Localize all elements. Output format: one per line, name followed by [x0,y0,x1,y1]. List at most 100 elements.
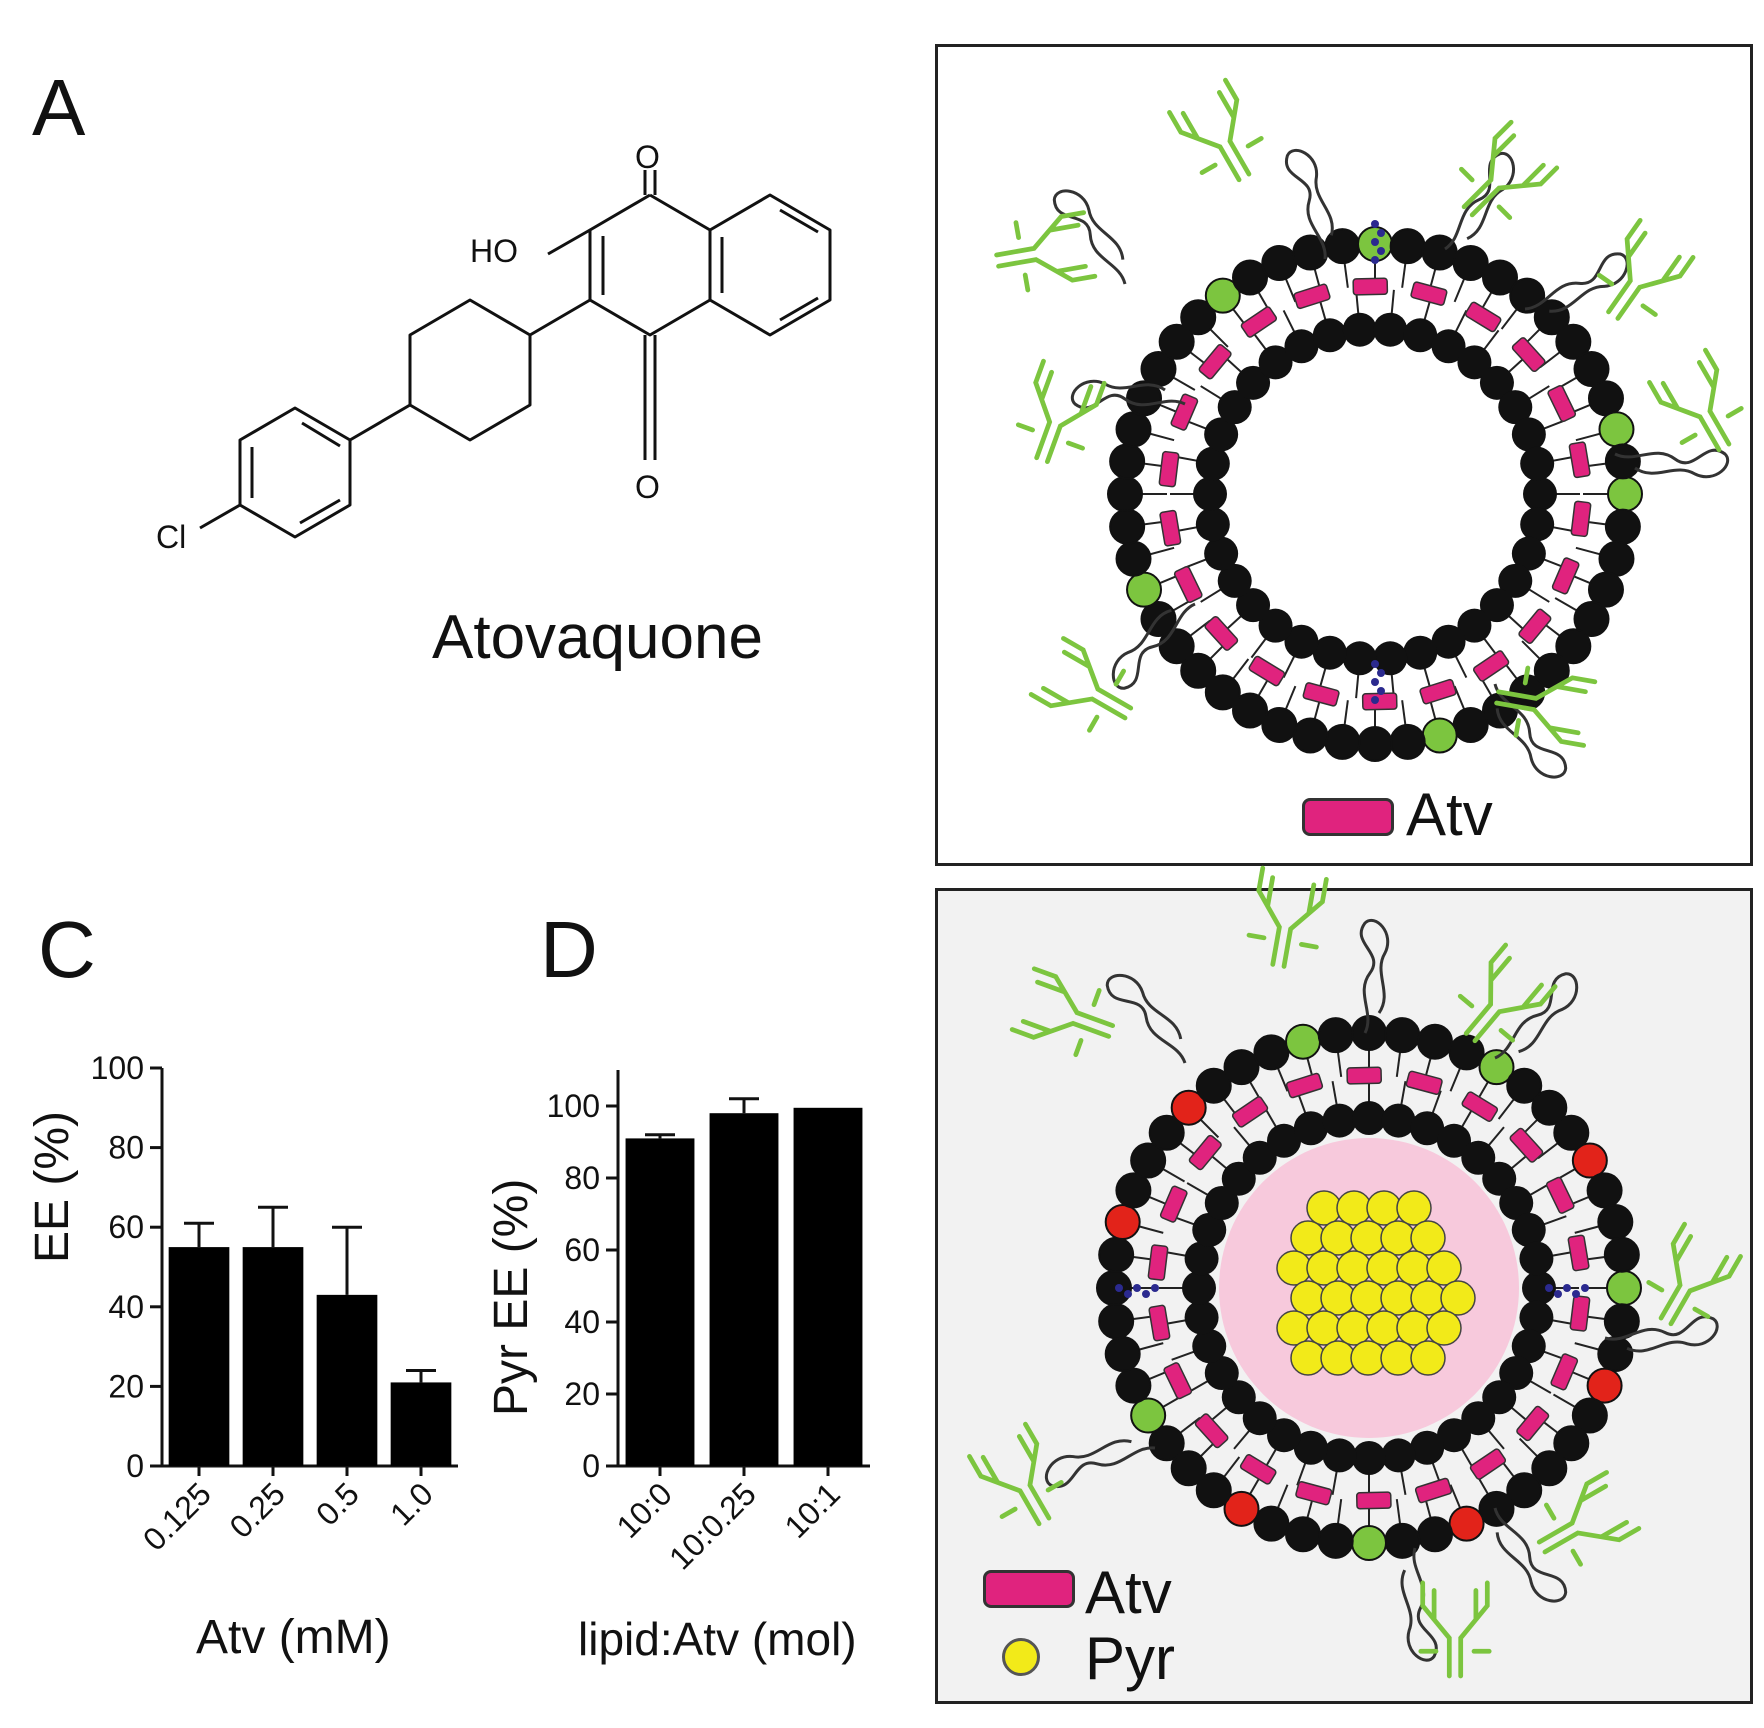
chart-c-ytick-label: 20 [108,1368,144,1404]
chart-d-xlabel: lipid:Atv (mol) [578,1613,857,1665]
atv-molecule [1464,301,1502,333]
lipid-head [1555,628,1592,665]
lipid-head [1236,365,1271,400]
peg-tether-icon [1284,149,1334,260]
lipid-head [1511,536,1546,571]
pyr-particle [1276,1310,1312,1346]
lipid-head [1571,1397,1608,1434]
lipid-head [1587,380,1624,417]
lipid-head [1499,1186,1534,1220]
lipid-head [1373,641,1408,676]
atv-molecule [1148,1304,1171,1342]
lipid-head [1437,1123,1471,1158]
pyr-particle [1366,1190,1402,1226]
lipid-head [1109,508,1146,545]
atv-molecule [1547,384,1577,423]
antibody-icon [967,1421,1064,1527]
chart-c-ytick-label: 80 [108,1130,144,1166]
lipid-head [1195,1472,1232,1509]
lipid-head [1597,1204,1634,1241]
pyr-particle [1350,1280,1386,1316]
chart-d-ytick-label: 20 [564,1376,600,1412]
functionalized-lipid-head [1351,1525,1387,1561]
lipid-head [1184,1241,1219,1276]
chart-d-bar [793,1107,863,1466]
lipid-head [1389,228,1426,265]
lipid-head [1553,1425,1590,1462]
lipid-head [1448,1034,1485,1071]
lipid-head [1195,446,1230,481]
lipid-head [1284,624,1319,659]
pyr-particle [1440,1280,1476,1316]
lipid-head [1498,390,1533,425]
lipid-head [1452,706,1489,743]
lipid-head [1107,476,1143,512]
pyr-particle [1290,1340,1326,1376]
lipid-head [1267,1123,1301,1158]
chart-d-ytick-label: 0 [582,1448,600,1484]
peg-tether-icon [1359,918,1390,1034]
lipid-head [1204,1356,1239,1390]
atv-molecule [1170,393,1199,431]
atv-molecule [1147,1244,1169,1281]
pyr-particle [1410,1220,1446,1256]
lipid-head [1511,417,1546,452]
sterol-marker [1115,1284,1159,1298]
peg-tether-icon [1070,379,1186,410]
lipid-head [1523,477,1557,511]
atv-molecule [1570,500,1592,538]
chart-c-ylabel: EE (%) [26,1110,79,1263]
atv-molecule [1239,1454,1277,1485]
atv-molecule [1188,1134,1222,1171]
lipid-head [1115,411,1152,448]
lipid-head [1242,1140,1277,1175]
antibody-icon [1418,1580,1492,1679]
lipid-head [1184,1300,1219,1335]
peg-tether-icon [1400,1547,1438,1662]
lipid-head [1322,1438,1357,1473]
peg-tether-icon [1494,972,1579,1060]
sterol-marker [1371,220,1385,264]
atv-molecule [1293,283,1331,310]
functionalized-lipid-head [1606,1270,1642,1306]
sterol-marker [1545,1284,1589,1298]
pyr-particle [1380,1340,1416,1376]
lipid-head [1479,365,1514,400]
lipid-head [1342,641,1377,676]
peg-tether-icon [1045,1439,1156,1489]
lipid-head [1437,1418,1471,1453]
chart-c-xtick-label: 0.5 [309,1475,366,1532]
lipid-head [1261,706,1298,743]
pyr-particle [1410,1280,1446,1316]
lipid-head [1573,351,1610,387]
atv-molecule [1461,1091,1499,1122]
pyr-particle [1366,1310,1402,1346]
pyr-particle [1426,1310,1462,1346]
pyr-particle [1306,1250,1342,1286]
sterol-marker [1371,660,1385,704]
antibody-icon [1009,966,1116,1058]
lipid-head [1158,323,1195,360]
lipid-head [1352,1441,1386,1475]
lipid-head [1223,1049,1260,1086]
lipid-head [1553,1114,1590,1151]
pyr-particle [1320,1340,1356,1376]
atv-legend-swatch-e [983,1570,1075,1608]
functionalized-lipid-head [1130,1397,1167,1434]
atv-molecule [1550,1353,1579,1391]
lipid-head [1531,1089,1568,1126]
functionalized-lipid-head [1478,1049,1515,1086]
charged-lipid-head [1170,1089,1207,1126]
pyr-particle [1320,1220,1356,1256]
lipid-head [1457,608,1492,643]
atv-molecule [1352,277,1389,296]
lipid-head [1180,652,1217,689]
chart-d-xtick-label: 10:1 [777,1475,846,1544]
lipid-head [1452,245,1489,282]
chart-d-ytick-label: 100 [547,1088,600,1124]
lipid-head [1312,635,1347,670]
lipid-head [1236,588,1271,623]
atv-molecule [1472,650,1510,682]
functionalized-lipid-head [1607,476,1643,512]
